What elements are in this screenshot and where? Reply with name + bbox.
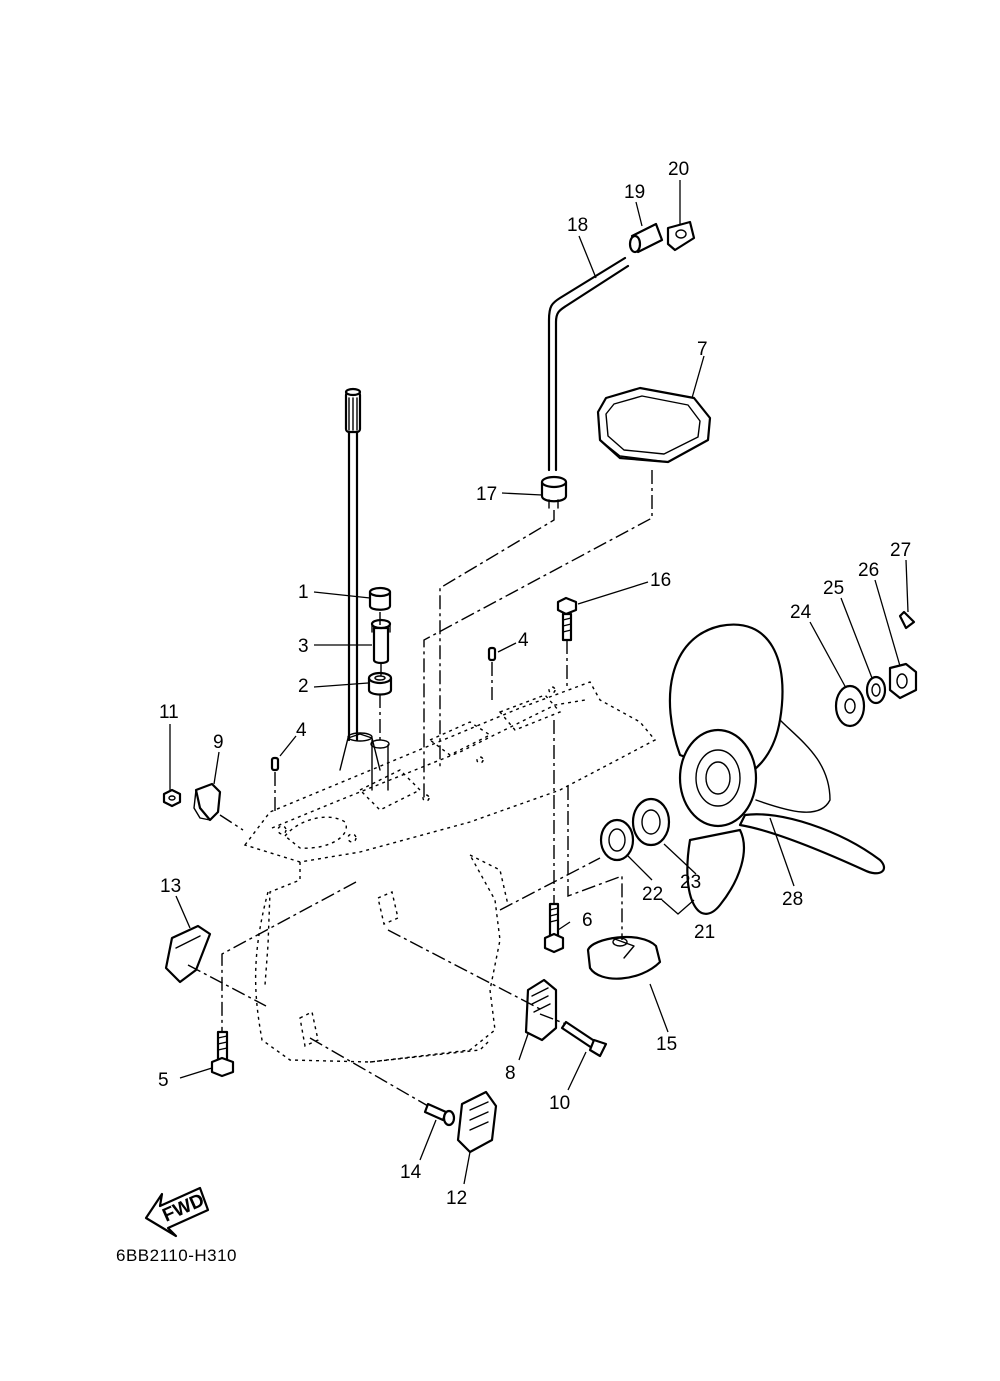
callout-19: 19 <box>624 182 645 203</box>
part-18-water-tube <box>547 256 630 472</box>
part-17-grommet <box>540 475 568 509</box>
callout-11: 11 <box>159 702 179 723</box>
callout-21: 21 <box>694 922 715 943</box>
callout-5: 5 <box>158 1070 169 1091</box>
callout-14: 14 <box>400 1162 422 1183</box>
callout-12: 12 <box>446 1188 467 1209</box>
callout-2: 2 <box>298 676 309 697</box>
callout-15: 15 <box>656 1034 677 1055</box>
callout-10: 10 <box>549 1093 570 1114</box>
drive-shaft <box>344 387 362 742</box>
part-3-sleeve <box>370 618 392 665</box>
part-10-screw <box>560 1020 608 1058</box>
part-15-trim-tab <box>586 935 662 980</box>
part-9-anode <box>193 782 222 822</box>
callout-9: 9 <box>213 732 224 753</box>
assembly-lines <box>187 470 653 1107</box>
callout-17: 17 <box>476 484 497 505</box>
part-20-clip <box>666 220 696 252</box>
callout-6: 6 <box>582 910 593 931</box>
diagram-code: 6BB2110-H310 <box>116 1246 237 1265</box>
part-16-bolt <box>556 596 578 642</box>
callout-27: 27 <box>890 540 911 561</box>
callout-7: 7 <box>697 339 708 360</box>
callout-3: 3 <box>298 636 309 657</box>
callout-13: 13 <box>160 876 181 897</box>
part-14-screw <box>423 1102 456 1127</box>
callout-26: 26 <box>858 560 879 581</box>
part-2-seal <box>367 671 393 696</box>
part-27-cotter-pin <box>898 610 916 630</box>
callout-25: 25 <box>823 578 844 599</box>
callout-1: 1 <box>298 582 309 603</box>
part-1-bushing <box>368 586 392 611</box>
part-26-nut <box>888 662 918 700</box>
callout-28: 28 <box>782 889 803 910</box>
callout-8: 8 <box>505 1063 516 1084</box>
callout-20: 20 <box>668 159 689 180</box>
callout-4-left: 4 <box>296 720 307 741</box>
callout-23: 23 <box>680 872 701 893</box>
part-4-dowel-pin-right <box>487 646 497 662</box>
part-4-dowel-pin-left <box>270 756 280 772</box>
part-7-gasket <box>596 386 712 464</box>
part-12-anode <box>456 1090 498 1154</box>
part-13-cover <box>164 924 212 984</box>
part-19-tube-seal <box>628 222 664 254</box>
part-25-washer <box>865 675 887 705</box>
leader-lines <box>169 180 909 1185</box>
part-23-oil-seal <box>631 797 671 847</box>
forward-direction-arrow: FWD <box>144 1186 210 1238</box>
callout-18: 18 <box>567 215 588 236</box>
callout-labels: 1 2 3 4 4 5 6 7 8 9 10 11 12 13 14 15 16… <box>158 159 911 1209</box>
callout-22: 22 <box>642 884 663 905</box>
part-11-nut <box>162 788 182 808</box>
callout-4-right: 4 <box>518 630 529 651</box>
part-8-anode <box>524 978 558 1042</box>
callout-16: 16 <box>650 570 671 591</box>
part-24-spacer <box>834 684 866 728</box>
part-28-propeller <box>668 623 886 915</box>
part-5-bolt <box>210 1030 235 1078</box>
callout-24: 24 <box>790 602 812 623</box>
part-22-oil-seal <box>599 818 635 862</box>
